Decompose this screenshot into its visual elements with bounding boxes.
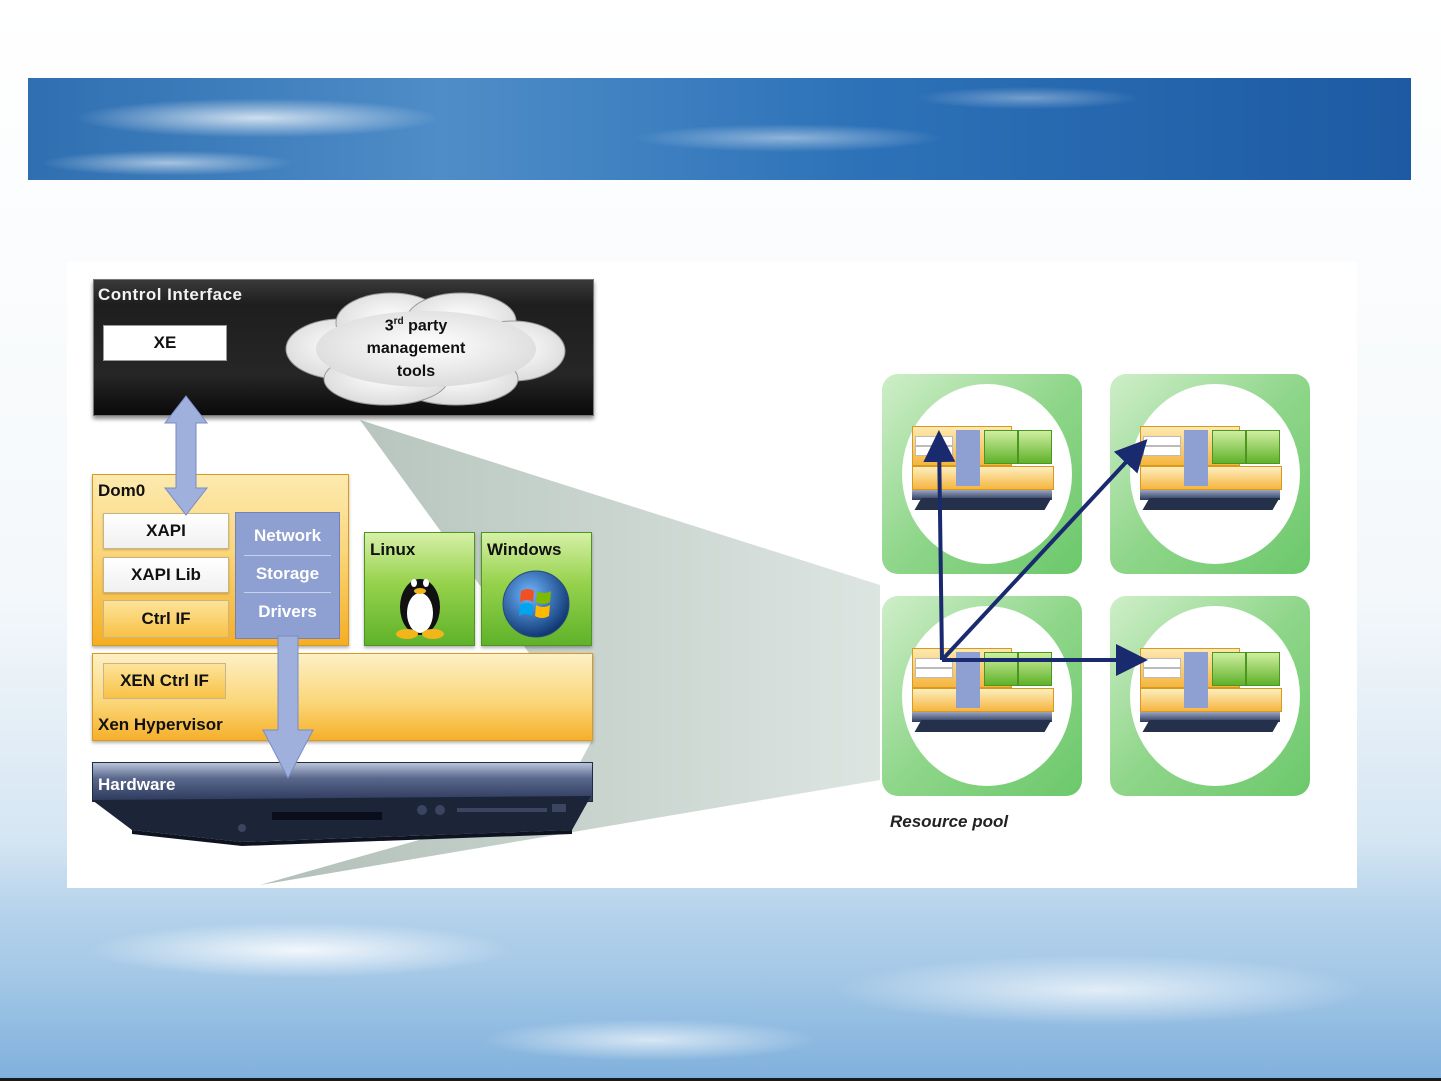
resource-pool-label: Resource pool [890, 812, 1009, 831]
network-label: Network [253, 526, 322, 545]
mini-xapi [915, 658, 953, 668]
mini-stack [1140, 648, 1282, 746]
mini-server [914, 498, 1052, 510]
mini-hypervisor [912, 688, 1054, 712]
hardware-title: Hardware [98, 775, 176, 794]
mini-linux [1212, 652, 1246, 686]
mini-xapi [1143, 658, 1181, 668]
linux-guest-box: Linux [364, 532, 475, 646]
mini-linux [984, 652, 1018, 686]
windows-logo-icon [502, 570, 570, 638]
mini-server [1142, 498, 1280, 510]
linux-penguin-icon [396, 579, 444, 639]
mini-drivers [1184, 652, 1208, 708]
windows-label: Windows [487, 540, 562, 559]
dom0-title: Dom0 [98, 481, 146, 500]
mini-windows [1018, 652, 1052, 686]
xen-ctrl-if-box: XEN Ctrl IF [103, 663, 226, 699]
mini-xapi-lib [915, 446, 953, 456]
pool-node-4 [1110, 596, 1310, 796]
xe-box: XE [103, 325, 227, 361]
xapi-box: XAPI [103, 513, 229, 549]
pool-node-3 [882, 596, 1082, 796]
drivers-box: Network Storage Drivers [235, 512, 340, 639]
xen-hypervisor-title: Xen Hypervisor [98, 715, 223, 734]
mini-linux [984, 430, 1018, 464]
cloud-text: 3rd party management tools [341, 310, 491, 383]
mini-hypervisor [912, 466, 1054, 490]
mini-hardware [912, 712, 1052, 722]
mini-drivers [956, 652, 980, 708]
cloud-line3: tools [396, 363, 436, 381]
mini-hypervisor [1140, 688, 1282, 712]
mini-hardware [1140, 490, 1280, 500]
mini-windows [1246, 652, 1280, 686]
mini-stack [912, 426, 1054, 524]
mini-stack [912, 648, 1054, 746]
control-interface-title: Control Interface [98, 285, 243, 304]
mini-xapi [915, 436, 953, 446]
mini-hardware [1140, 712, 1280, 722]
cloud-line2: management [366, 340, 466, 358]
server-chassis-image [92, 796, 591, 846]
mini-xapi-lib [1143, 446, 1181, 456]
hardware-box: Hardware [92, 762, 593, 802]
mini-stack [1140, 426, 1282, 524]
mini-windows [1018, 430, 1052, 464]
drivers-divider [244, 555, 331, 556]
linux-label: Linux [370, 540, 416, 559]
xen-hypervisor-box: XEN Ctrl IF Xen Hypervisor [92, 653, 593, 741]
drivers-label: Drivers [258, 602, 317, 621]
mini-server [914, 720, 1052, 732]
storage-label: Storage [255, 564, 320, 583]
mini-hypervisor [1140, 466, 1282, 490]
cloud-shape [285, 292, 566, 406]
cloud-ordinal: 3 [384, 317, 394, 335]
mini-windows [1246, 430, 1280, 464]
cloud-line1-rest: party [403, 317, 448, 335]
mini-server [1142, 720, 1280, 732]
mini-drivers [956, 430, 980, 486]
header-sky-banner [28, 78, 1411, 180]
pool-node-1 [882, 374, 1082, 574]
mini-drivers [1184, 430, 1208, 486]
ctrl-if-box: Ctrl IF [103, 600, 229, 638]
mini-xapi-lib [915, 668, 953, 678]
xapi-lib-box: XAPI Lib [103, 557, 229, 593]
windows-guest-box: Windows [481, 532, 592, 646]
pool-node-2 [1110, 374, 1310, 574]
mini-xapi-lib [1143, 668, 1181, 678]
mini-xapi [1143, 436, 1181, 446]
drivers-divider [244, 592, 331, 593]
cloud-ordinal-suffix: rd [393, 316, 404, 327]
mini-linux [1212, 430, 1246, 464]
bottom-border [0, 1078, 1441, 1081]
